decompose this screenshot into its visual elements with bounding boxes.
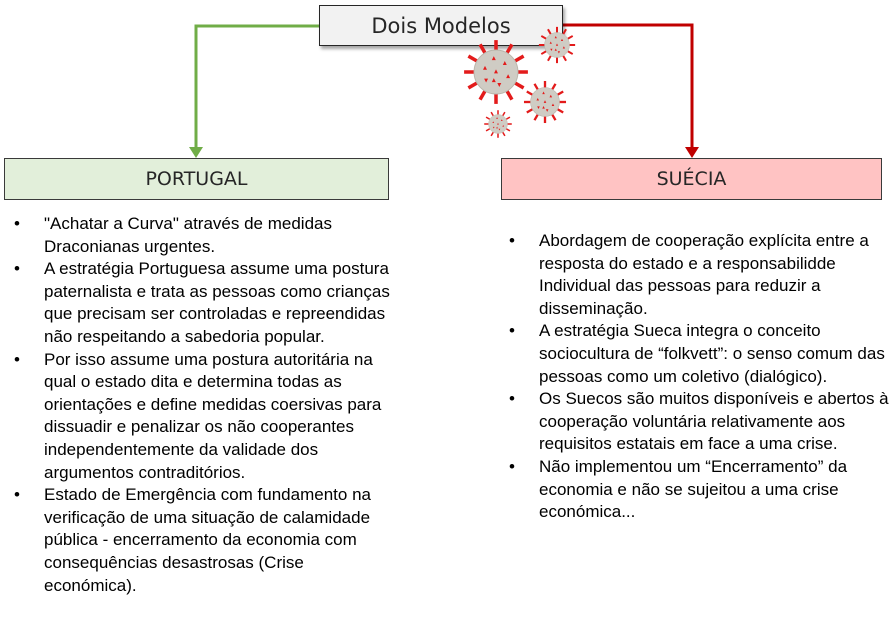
list-item-text: A estratégia Portuguesa assume uma postu…: [44, 259, 390, 346]
bullet-icon: •: [14, 349, 20, 369]
list-item: • Abordagem de cooperação explícita entr…: [495, 230, 889, 320]
suecia-box: SUÉCIA: [501, 158, 882, 200]
virus-icon-small: [484, 110, 512, 138]
portugal-box: PORTUGAL: [4, 158, 389, 200]
suecia-arrow: [563, 23, 699, 158]
portugal-heading: PORTUGAL: [145, 168, 248, 190]
list-item: • Os Suecos são muitos disponíveis e abe…: [495, 388, 889, 456]
list-item: • A estratégia Portuguesa assume uma pos…: [0, 258, 395, 348]
bullet-icon: •: [509, 456, 515, 476]
list-item-text: Estado de Emergência com fundamento na v…: [44, 485, 371, 595]
bullet-icon: •: [509, 321, 515, 341]
bullet-icon: •: [509, 389, 515, 409]
bullet-icon: •: [14, 259, 20, 279]
list-item-text: Não implementou um “Encerramento” da eco…: [539, 456, 848, 522]
title-box: Dois Modelos: [319, 5, 563, 46]
title-text: Dois Modelos: [371, 13, 511, 38]
suecia-bullet-list: • Abordagem de cooperação explícita entr…: [495, 230, 889, 524]
virus-icon-large: [464, 40, 528, 104]
portugal-arrow: [189, 24, 319, 158]
list-item-text: A estratégia Sueca integra o conceito so…: [539, 321, 885, 386]
list-item: • Por isso assume uma postura autoritári…: [0, 349, 395, 485]
virus-icon-middle: [524, 81, 566, 123]
list-item-text: "Achatar a Curva" através de medidas Dra…: [44, 214, 332, 256]
portugal-bullet-list: • "Achatar a Curva" através de medidas D…: [0, 213, 395, 597]
list-item: • "Achatar a Curva" através de medidas D…: [0, 213, 395, 258]
list-item: • Não implementou um “Encerramento” da e…: [495, 456, 889, 524]
list-item-text: Abordagem de cooperação explícita entre …: [539, 231, 869, 318]
suecia-column: • Abordagem de cooperação explícita entr…: [495, 230, 889, 524]
list-item-text: Por isso assume uma postura autoritária …: [44, 349, 382, 482]
portugal-column: • "Achatar a Curva" através de medidas D…: [0, 213, 395, 597]
bullet-icon: •: [14, 214, 20, 233]
bullet-icon: •: [14, 485, 20, 505]
list-item: • Estado de Emergência com fundamento na…: [0, 484, 395, 597]
list-item-text: Os Suecos são muitos disponíveis e abert…: [539, 389, 889, 454]
suecia-heading: SUÉCIA: [656, 168, 727, 190]
bullet-icon: •: [509, 231, 515, 250]
list-item: • A estratégia Sueca integra o conceito …: [495, 320, 889, 388]
